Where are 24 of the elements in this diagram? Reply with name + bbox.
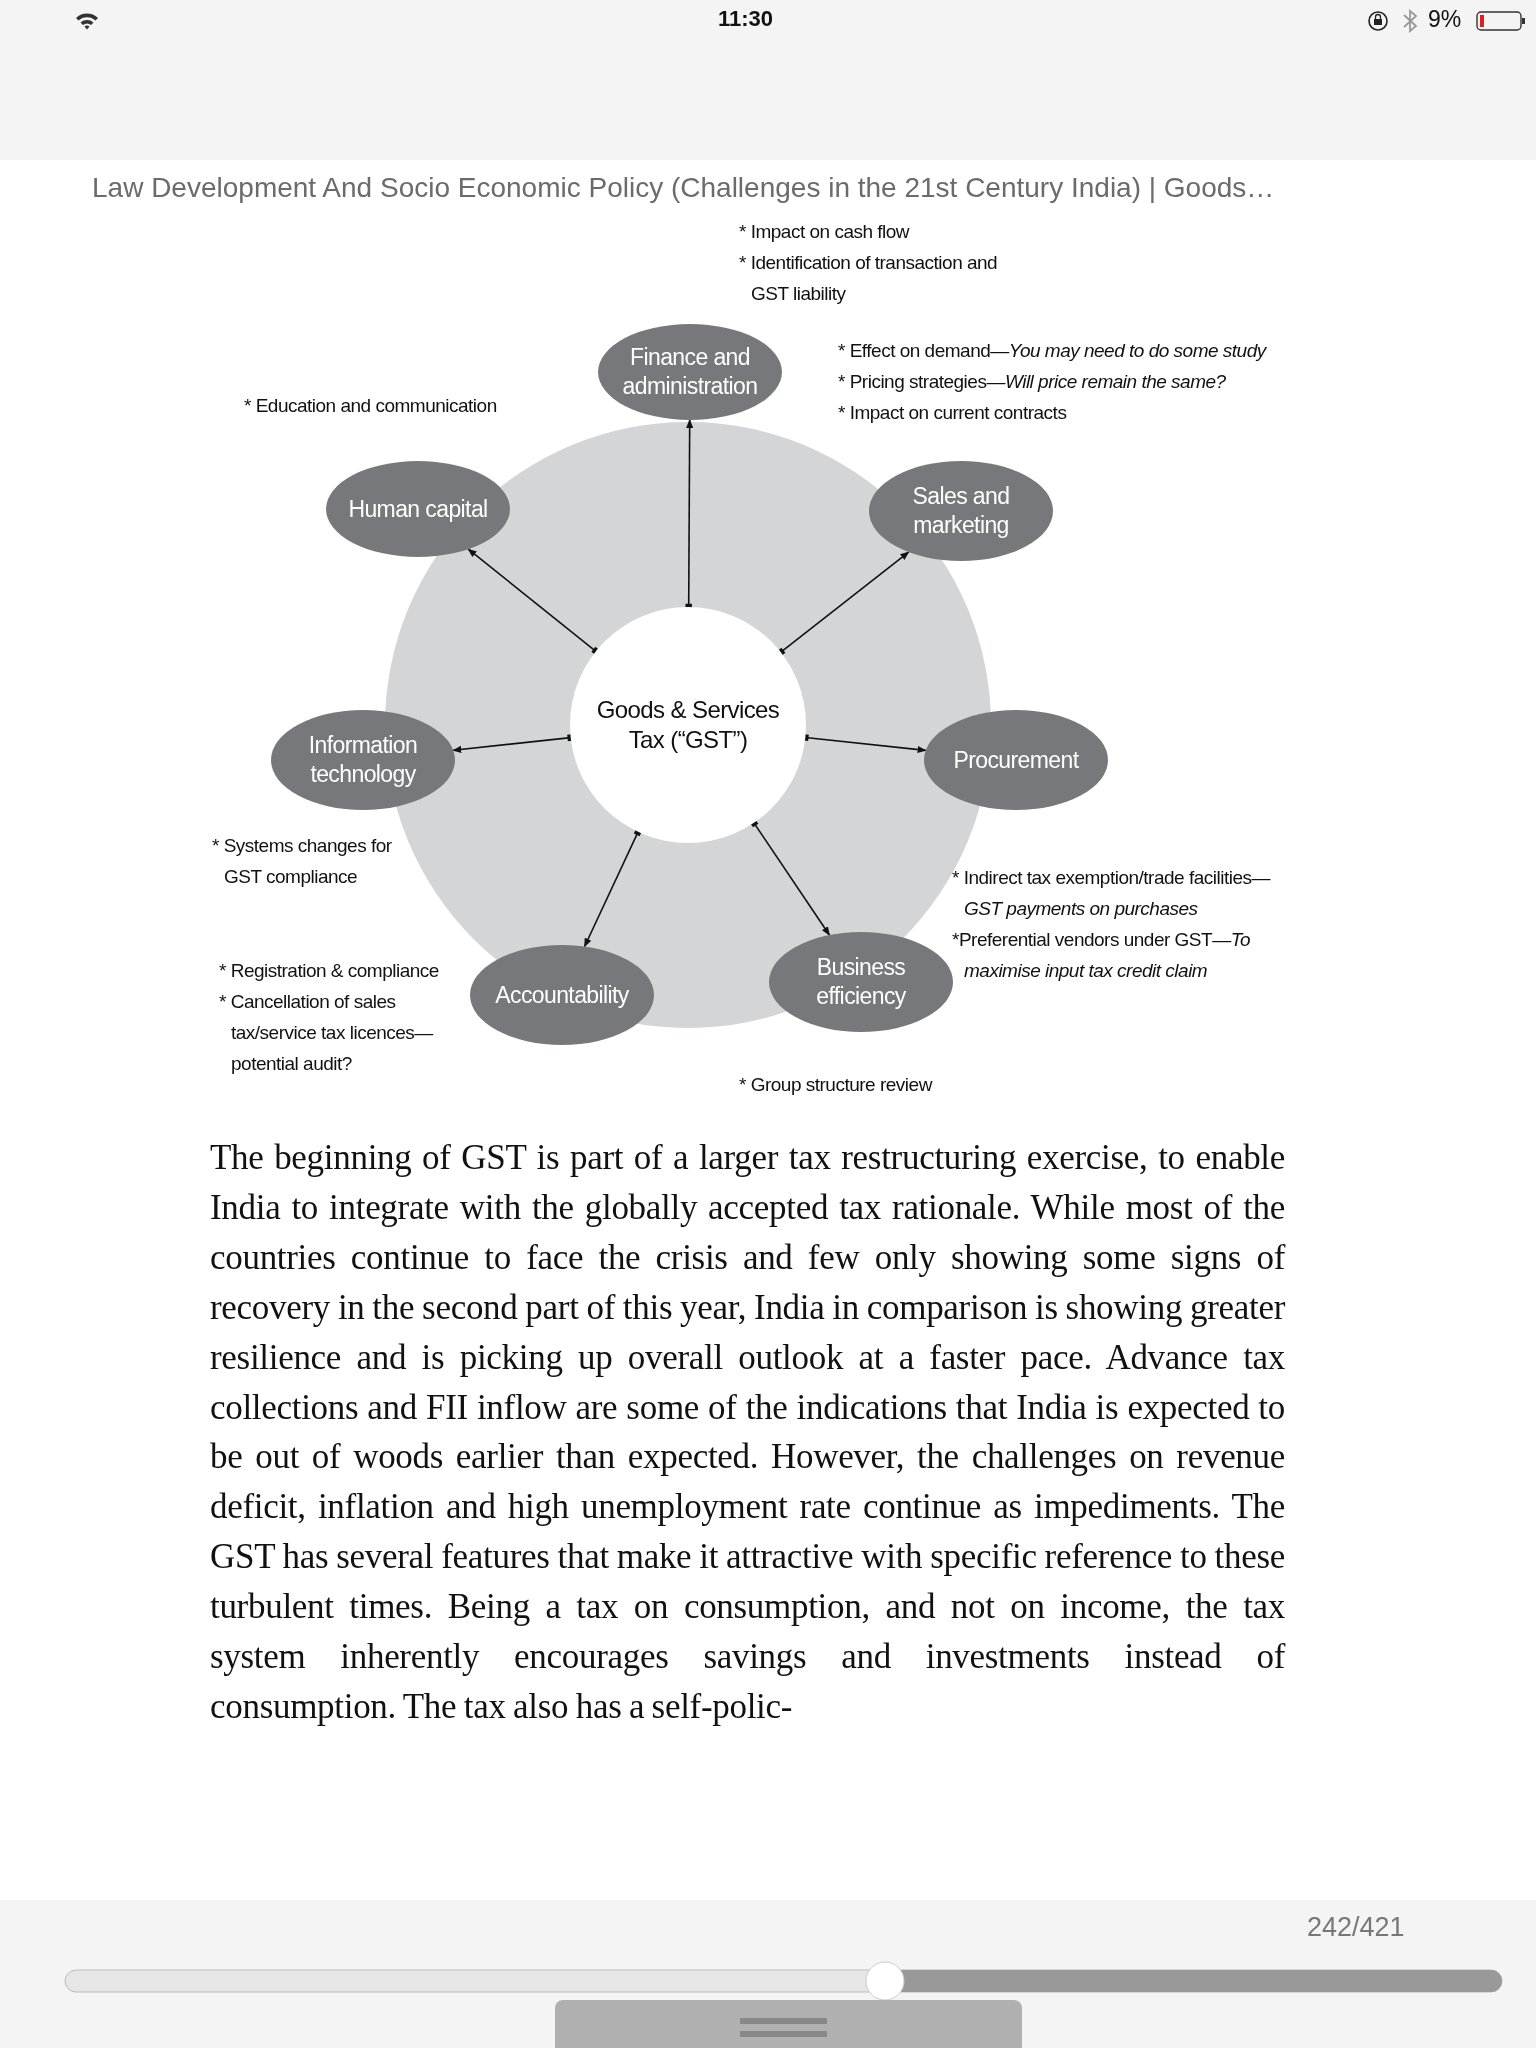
note-text: * Systems changes for GST compliance <box>212 834 393 889</box>
topic-oval: Sales and marketing <box>869 461 1053 561</box>
note-text: * Education and communication <box>244 394 498 418</box>
topic-oval: Business efficiency <box>769 932 953 1032</box>
note-text: *Preferential vendors under GST—To maximise input tax credit claim <box>952 928 1252 983</box>
page-number: 242/421 <box>1307 1912 1405 1943</box>
topic-oval: Human capital <box>326 461 510 557</box>
topic-oval: Information technology <box>271 710 455 810</box>
status-time: 11:30 <box>718 6 774 32</box>
note-text: * Pricing strategies—Will price remain the same? <box>838 370 1227 394</box>
book-title-header: Law Development And Socio Economic Policy (Challenges in the 21st Century India) | Goods… <box>92 172 1275 204</box>
note-text: * Effect on demand—You may need to do some study <box>838 339 1268 363</box>
note-text: * Identification of transaction and GST liability <box>739 251 999 306</box>
note-text: * Cancellation of sales tax/service tax licences—potential audit? <box>219 990 435 1076</box>
note-text: * Impact on cash flow <box>739 220 911 244</box>
topic-oval: Finance and administration <box>598 324 782 420</box>
note-text: * Group structure review <box>739 1073 934 1097</box>
body-paragraph: The beginning of GST is part of a larger tax restructuring exercise, to enable India to integrate with the globally accepted tax rationale. While most of the countries continue to face the crisis and few only showing some signs of recovery in the second part of this year, India in comparison is showing greater resilience and is picking up overall outlook at a faster pace. Advance tax collections and FII inflow are some of the indications that India is expected to be out of woods earlier than expected. However, the challenges on revenue deficit, inflation and high unemployment rate continue as impediments. The GST has several features that make it attractive with specific reference to these turbulent times. Being a tax on consumption, and not on income, the tax system inherently encourages savings and investments instead of consumption. The tax also has a self-polic- <box>210 1137 1285 1728</box>
topic-oval: Procurement <box>924 710 1108 810</box>
battery-percentage: 9% <box>1428 6 1462 33</box>
note-text: * Registration & compliance <box>219 959 440 983</box>
topic-oval: Accountability <box>470 945 654 1045</box>
note-text: * Indirect tax exemption/trade facilities—GST payments on purchases <box>952 866 1272 921</box>
note-text: * Impact on current contracts <box>838 401 1068 425</box>
